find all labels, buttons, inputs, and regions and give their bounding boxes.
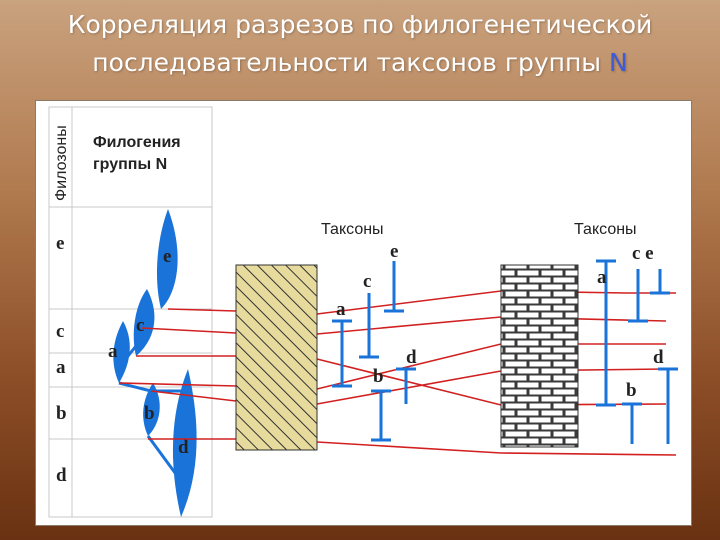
phylogeny-header-line2: группы N bbox=[93, 156, 167, 173]
title-line-2-text: последовательности таксонов группы bbox=[92, 48, 609, 77]
zone-label: d bbox=[56, 465, 67, 486]
taxon-label: b bbox=[626, 380, 637, 401]
correlation-lines bbox=[118, 290, 677, 456]
section-1-ranges bbox=[332, 261, 416, 442]
phylogeny-label: a bbox=[108, 341, 118, 362]
range-c bbox=[359, 293, 379, 359]
range-e bbox=[384, 261, 404, 313]
diagram-panel: Филозоны Филогения группы N e c a b d e … bbox=[35, 100, 692, 526]
taxon-label: d bbox=[406, 347, 417, 368]
taxon-label: c e bbox=[632, 243, 654, 264]
taxon-label: c bbox=[363, 271, 371, 292]
taxon-c-lens bbox=[133, 289, 155, 356]
correlation-line bbox=[118, 343, 666, 390]
correlation-line bbox=[141, 316, 667, 335]
range-a bbox=[596, 259, 616, 407]
phylogeny-label: c bbox=[136, 315, 144, 336]
title-line-2: последовательности таксонов группы N bbox=[0, 44, 720, 82]
zone-label: b bbox=[56, 403, 67, 424]
section-2-column bbox=[500, 264, 579, 448]
title-line-1: Корреляция разрезов по филогенетической bbox=[67, 10, 653, 39]
phylogeny-label: b bbox=[144, 403, 155, 424]
zone-label: c bbox=[56, 321, 64, 342]
branch bbox=[146, 435, 183, 482]
zone-labels: e c a b d bbox=[56, 233, 67, 486]
section-2-ranges bbox=[596, 259, 678, 444]
section-2-labels: c e a d b bbox=[597, 243, 664, 401]
taxon-label: e bbox=[390, 241, 398, 262]
taxon-label: d bbox=[653, 347, 664, 368]
section-1-labels: e c a b d bbox=[336, 241, 417, 387]
phylogeny-label: e bbox=[163, 246, 171, 267]
correlation-line bbox=[136, 355, 667, 406]
section-2-header: Таксоны bbox=[574, 221, 637, 238]
phylogeny-label: d bbox=[178, 437, 189, 458]
phylogeny-labels: e c a b d bbox=[108, 246, 189, 458]
correlation-line bbox=[148, 438, 677, 456]
range-d bbox=[658, 367, 678, 444]
correlation-diagram: Филозоны Филогения группы N e c a b d e … bbox=[48, 106, 678, 518]
zone-label: a bbox=[56, 357, 66, 378]
slide-title: Корреляция разрезов по филогенетической … bbox=[0, 6, 720, 82]
phylozones-header: Филозоны bbox=[53, 125, 70, 201]
section-1-header: Таксоны bbox=[321, 221, 384, 238]
section-1-column bbox=[235, 264, 318, 451]
range-a bbox=[332, 319, 352, 388]
range-e bbox=[650, 269, 670, 295]
taxon-label: a bbox=[597, 267, 607, 288]
zone-label: e bbox=[56, 233, 64, 254]
taxon-label: b bbox=[373, 366, 384, 387]
range-c bbox=[628, 269, 648, 323]
branch bbox=[118, 381, 152, 393]
range-b bbox=[371, 389, 391, 442]
phylogeny-tree bbox=[113, 209, 197, 517]
range-b bbox=[622, 402, 642, 444]
branch bbox=[114, 345, 138, 372]
taxon-label: a bbox=[336, 299, 346, 320]
taxon-e-lens bbox=[156, 209, 178, 309]
title-highlight: N bbox=[609, 48, 628, 77]
range-d bbox=[396, 367, 416, 404]
correlation-line bbox=[167, 290, 676, 315]
taxon-b-lens bbox=[143, 383, 160, 436]
phylogeny-header-line1: Филогения bbox=[93, 134, 181, 151]
